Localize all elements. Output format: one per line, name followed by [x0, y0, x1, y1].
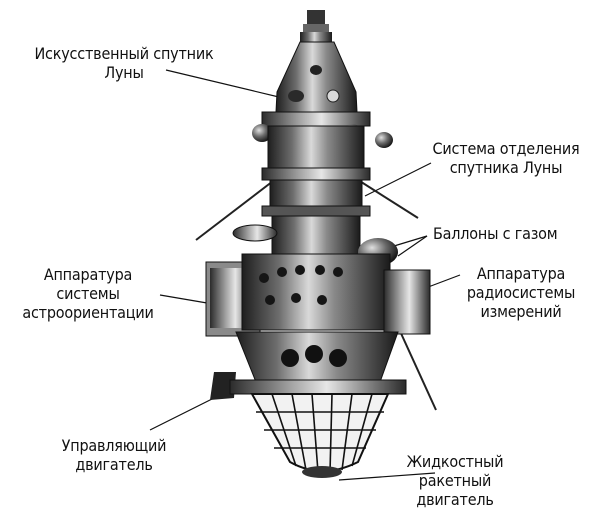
label-line: радиосистемы	[466, 283, 576, 302]
label-line: двигатель	[416, 490, 494, 509]
label-gas-cylinders: Баллоны с газом	[433, 224, 603, 243]
label-line: Аппаратура	[476, 264, 566, 283]
label-line: Искусственный спутник	[34, 44, 214, 63]
leader-liquid-engine	[338, 472, 436, 481]
leader-lines	[149, 69, 461, 481]
label-line: системы	[56, 284, 120, 303]
label-line: спутника Луны	[449, 158, 563, 177]
leader-control-engine	[149, 397, 215, 431]
leader-gas-1	[393, 235, 428, 247]
label-line: ракетный	[418, 471, 492, 490]
label-line: Управляющий	[61, 436, 167, 455]
label-separation-system: Система отделения спутника Луны	[418, 139, 594, 177]
engine-nozzle	[250, 393, 390, 472]
label-astro-orientation: Аппаратура системы астроориентации	[14, 265, 162, 322]
label-radio-measurement: Аппаратура радиосистемы измерений	[448, 264, 594, 321]
label-line: Аппаратура	[43, 265, 133, 284]
nose-cap	[300, 10, 332, 42]
label-line: астроориентации	[22, 303, 154, 322]
label-liquid-engine: Жидкостный ракетный двигатель	[384, 452, 526, 509]
radio-system-box	[383, 269, 431, 335]
tank-section	[271, 215, 361, 261]
label-line: Система отделения	[432, 139, 580, 158]
upper-ring	[261, 111, 371, 127]
label-line: Баллоны с газом	[433, 224, 558, 243]
leader-gas-2	[397, 235, 428, 257]
base-ring	[229, 379, 407, 395]
lunar-satellite-body	[275, 41, 358, 113]
label-lunar-satellite: Искусственный спутник Луны	[10, 44, 238, 82]
label-control-engine: Управляющий двигатель	[44, 436, 184, 474]
antenna-left	[195, 177, 278, 241]
label-line: двигатель	[75, 455, 153, 474]
label-line: Жидкостный	[406, 452, 504, 471]
label-line: измерений	[480, 302, 562, 321]
label-line: Луны	[104, 63, 144, 82]
antenna-right	[354, 177, 419, 219]
instrument-ring	[241, 253, 391, 331]
leader-astro	[159, 294, 208, 304]
leader-lunar-satellite	[165, 69, 284, 99]
